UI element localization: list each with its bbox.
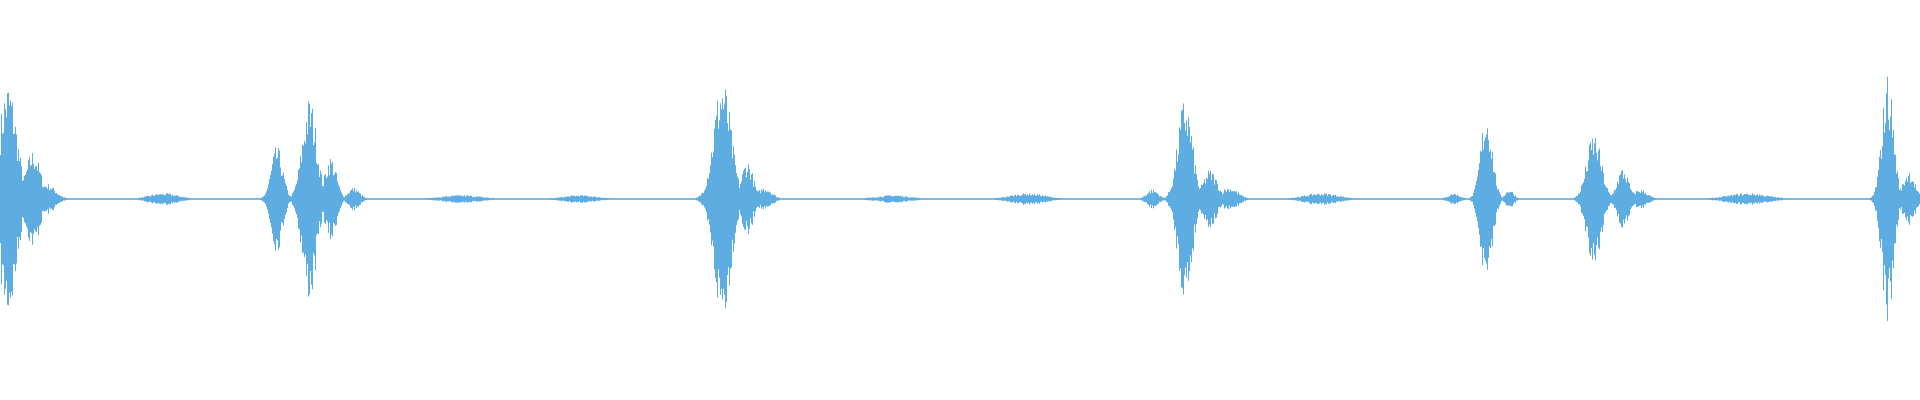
waveform-trace [0,76,1920,322]
waveform-bursts [0,76,1920,322]
